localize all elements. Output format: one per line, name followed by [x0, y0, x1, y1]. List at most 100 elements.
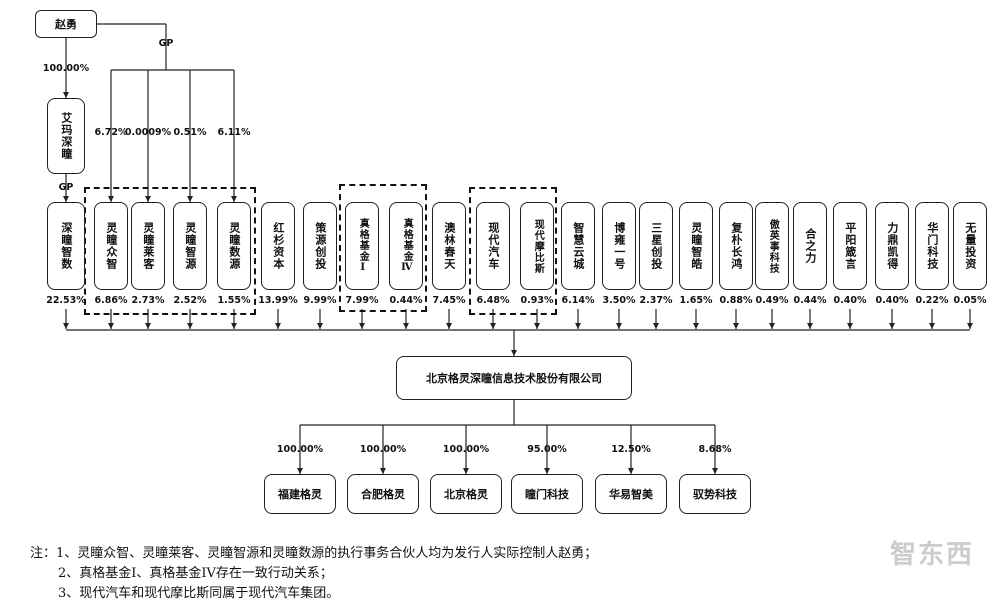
arrow-head: [929, 323, 935, 329]
shareholder-pct: 0.93%: [520, 295, 554, 306]
shareholder-pct: 1.65%: [679, 295, 713, 306]
group-zhenge-funds: [339, 184, 427, 312]
arrow-head: [446, 323, 452, 329]
shareholder-name: 深瞳智数: [59, 222, 73, 270]
subsidiary-box: 华易智美: [595, 474, 667, 514]
shareholder-pct: 3.50%: [602, 295, 636, 306]
shareholder-pct: 0.22%: [915, 295, 949, 306]
shareholder-name: 策源创投: [313, 222, 327, 270]
shareholder-name: 灵瞳智源: [183, 222, 197, 270]
group-hyundai: [469, 187, 557, 315]
arrow-head: [847, 323, 853, 329]
arrow-head: [108, 196, 114, 202]
subsidiary-pct: 12.50%: [611, 444, 651, 455]
subsidiary-pct: 8.68%: [698, 444, 732, 455]
arrow-head: [534, 323, 540, 329]
shareholder-name: 复朴长鸿: [729, 222, 743, 270]
subsidiary-box: 北京格灵: [430, 474, 502, 514]
shareholder-box: 博雍一号: [602, 202, 636, 290]
shareholder-box: 复朴长鸿: [719, 202, 753, 290]
shareholder-box: 红杉资本: [261, 202, 295, 290]
arrow-head: [359, 323, 365, 329]
shareholder-name: 灵瞳众智: [104, 222, 118, 270]
subsidiary-name: 华易智美: [609, 488, 653, 501]
shareholder-box: 澳林春天: [432, 202, 466, 290]
shareholder-box: 平阳箴言: [833, 202, 867, 290]
arrow-head: [275, 323, 281, 329]
shareholder-name: 红杉资本: [271, 222, 285, 270]
shareholder-box: 灵瞳数源: [217, 202, 251, 290]
shareholder-name: 真格基金Ⅳ: [401, 218, 413, 274]
shareholder-name: 灵瞳数源: [227, 222, 241, 270]
arrow-head: [187, 323, 193, 329]
subsidiary-box: 合肥格灵: [347, 474, 419, 514]
shareholder-box: 力鼎凯得: [875, 202, 909, 290]
subsidiary-pct: 95.00%: [527, 444, 567, 455]
shareholder-name: 合之力: [803, 228, 817, 264]
arrow-head: [616, 323, 622, 329]
shareholder-pct: 1.55%: [217, 295, 251, 306]
arrow-head: [712, 468, 718, 474]
arrow-head: [693, 323, 699, 329]
shareholder-pct: 7.45%: [432, 295, 466, 306]
arrow-head: [575, 323, 581, 329]
shareholder-box: 灵瞳莱客: [131, 202, 165, 290]
company-box: 北京格灵深瞳信息技术股份有限公司: [396, 356, 632, 400]
arrow-head: [653, 323, 659, 329]
subsidiary-pct: 100.00%: [442, 444, 490, 455]
shareholder-pct: 9.99%: [303, 295, 337, 306]
arrow-head: [63, 196, 69, 202]
shareholder-name: 灵瞳莱客: [141, 222, 155, 270]
gp-label-aima: GP: [58, 182, 74, 193]
gp-link-pct: 6.11%: [217, 127, 251, 138]
arrow-head: [231, 196, 237, 202]
shareholder-name: 傲英事科技: [767, 218, 779, 274]
shareholder-box: 灵瞳智皓: [679, 202, 713, 290]
arrow-head: [317, 323, 323, 329]
subsidiary-name: 瞳门科技: [525, 488, 569, 501]
arrow-head: [544, 468, 550, 474]
watermark-logo: 智东西: [889, 540, 974, 570]
shareholder-pct: 22.53%: [46, 295, 86, 306]
shareholder-pct: 2.73%: [131, 295, 165, 306]
arrow-head: [380, 468, 386, 474]
shareholder-box: 现代摩比斯: [520, 202, 554, 290]
aima-box: 艾玛深瞳: [47, 98, 85, 174]
arrow-head: [297, 468, 303, 474]
controller-pct-label: 100.00%: [42, 63, 90, 74]
arrow-head: [889, 323, 895, 329]
gp-link-pct: 6.72%: [94, 127, 128, 138]
shareholder-name: 力鼎凯得: [885, 222, 899, 270]
shareholder-pct: 6.14%: [561, 295, 595, 306]
shareholder-box: 智慧云城: [561, 202, 595, 290]
subsidiary-pct: 100.00%: [359, 444, 407, 455]
shareholder-pct: 0.44%: [793, 295, 827, 306]
arrow-head: [403, 323, 409, 329]
aima-name: 艾玛深瞳: [59, 112, 73, 160]
arrow-head: [628, 468, 634, 474]
shareholder-pct: 2.37%: [639, 295, 673, 306]
shareholder-pct: 0.40%: [875, 295, 909, 306]
shareholder-box: 策源创投: [303, 202, 337, 290]
arrow-head: [490, 323, 496, 329]
arrow-head: [511, 350, 517, 356]
shareholder-box: 深瞳智数: [47, 202, 85, 290]
shareholder-box: 合之力: [793, 202, 827, 290]
shareholder-box: 真格基金Ⅳ: [389, 202, 423, 290]
shareholder-name: 三星创投: [649, 222, 663, 270]
arrow-head: [733, 323, 739, 329]
shareholder-name: 博雍一号: [612, 222, 626, 270]
note-3: 3、现代汽车和现代摩比斯同属于现代汽车集团。: [58, 586, 340, 601]
subsidiary-box: 驭势科技: [679, 474, 751, 514]
arrow-head: [63, 92, 69, 98]
shareholder-box: 三星创投: [639, 202, 673, 290]
controller-name: 赵勇: [55, 18, 77, 31]
arrow-head: [187, 196, 193, 202]
shareholder-pct: 0.44%: [389, 295, 423, 306]
subsidiary-box: 瞳门科技: [511, 474, 583, 514]
shareholder-box: 傲英事科技: [755, 202, 789, 290]
gp-link-pct: 0.0009%: [124, 127, 172, 138]
shareholder-name: 无量投资: [963, 222, 977, 270]
subsidiary-pct: 100.00%: [276, 444, 324, 455]
